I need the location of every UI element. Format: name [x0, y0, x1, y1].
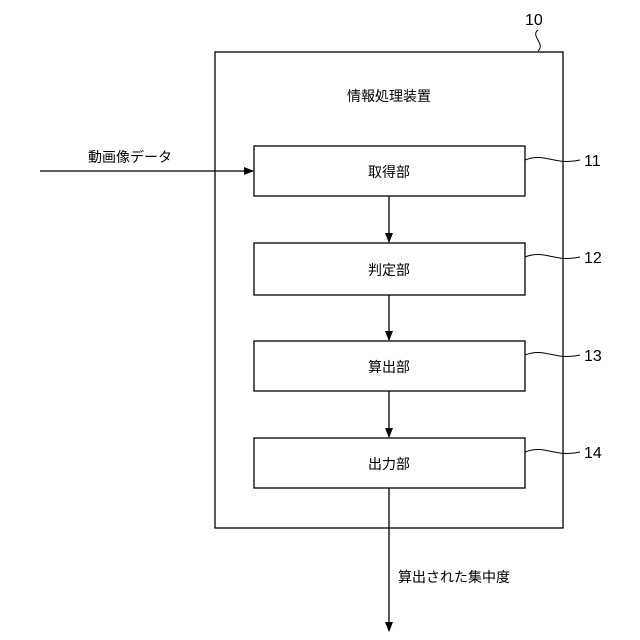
unit-output-ref: 14	[584, 445, 602, 462]
device-title: 情報処理装置	[347, 89, 431, 105]
unit-acquisition-label: 取得部	[368, 164, 410, 181]
unit-calculation-label: 算出部	[368, 360, 410, 376]
device-leader-line	[536, 30, 541, 51]
unit-judgment-label: 判定部	[368, 263, 410, 279]
unit-acquisition-ref: 11	[584, 153, 601, 170]
unit-judgment-ref: 12	[584, 250, 602, 267]
device-ref-number: 10	[525, 12, 543, 29]
unit-calculation-ref: 13	[584, 348, 602, 365]
output-label: 算出された集中度	[398, 569, 510, 586]
input-label: 動画像データ	[88, 149, 172, 166]
unit-output-label: 出力部	[368, 457, 410, 473]
